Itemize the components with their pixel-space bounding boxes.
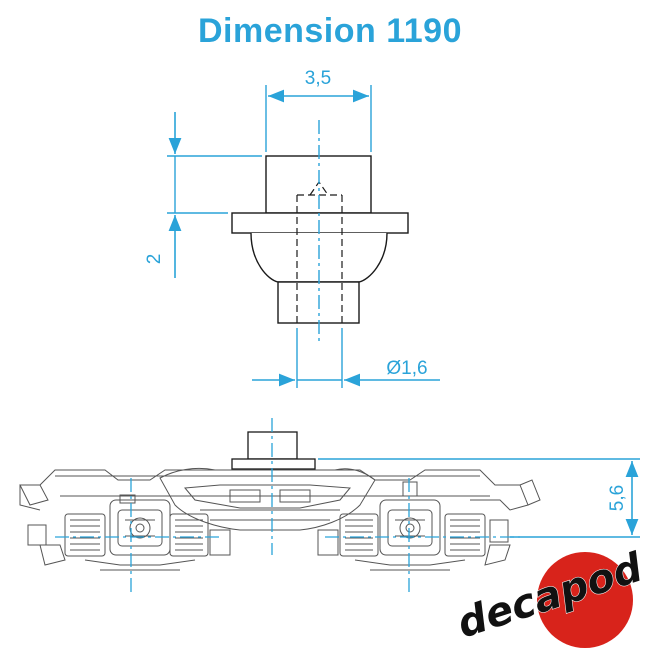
dimension-total-height: 5,6 <box>318 458 640 538</box>
dimension-diameter: Ø1,6 <box>252 328 440 388</box>
page-title: Dimension 1190 <box>197 12 462 50</box>
dimension-width-top: 3,5 <box>265 68 372 152</box>
dimension-height-label: 2 <box>144 254 165 265</box>
dimension-height: 2 <box>144 112 262 278</box>
dimension-diameter-label: Ø1,6 <box>386 358 427 379</box>
decapod-logo: decapod <box>451 544 648 648</box>
bogie-assembly <box>19 431 541 571</box>
part-outline <box>231 155 409 324</box>
logo-red-circle-icon <box>537 552 633 648</box>
dimension-width-top-label: 3,5 <box>305 68 331 89</box>
right-bogie-side <box>317 481 511 571</box>
dimension-total-height-label: 5,6 <box>607 485 628 511</box>
bogie-centerlines <box>55 418 520 592</box>
left-bogie-side <box>27 494 231 571</box>
